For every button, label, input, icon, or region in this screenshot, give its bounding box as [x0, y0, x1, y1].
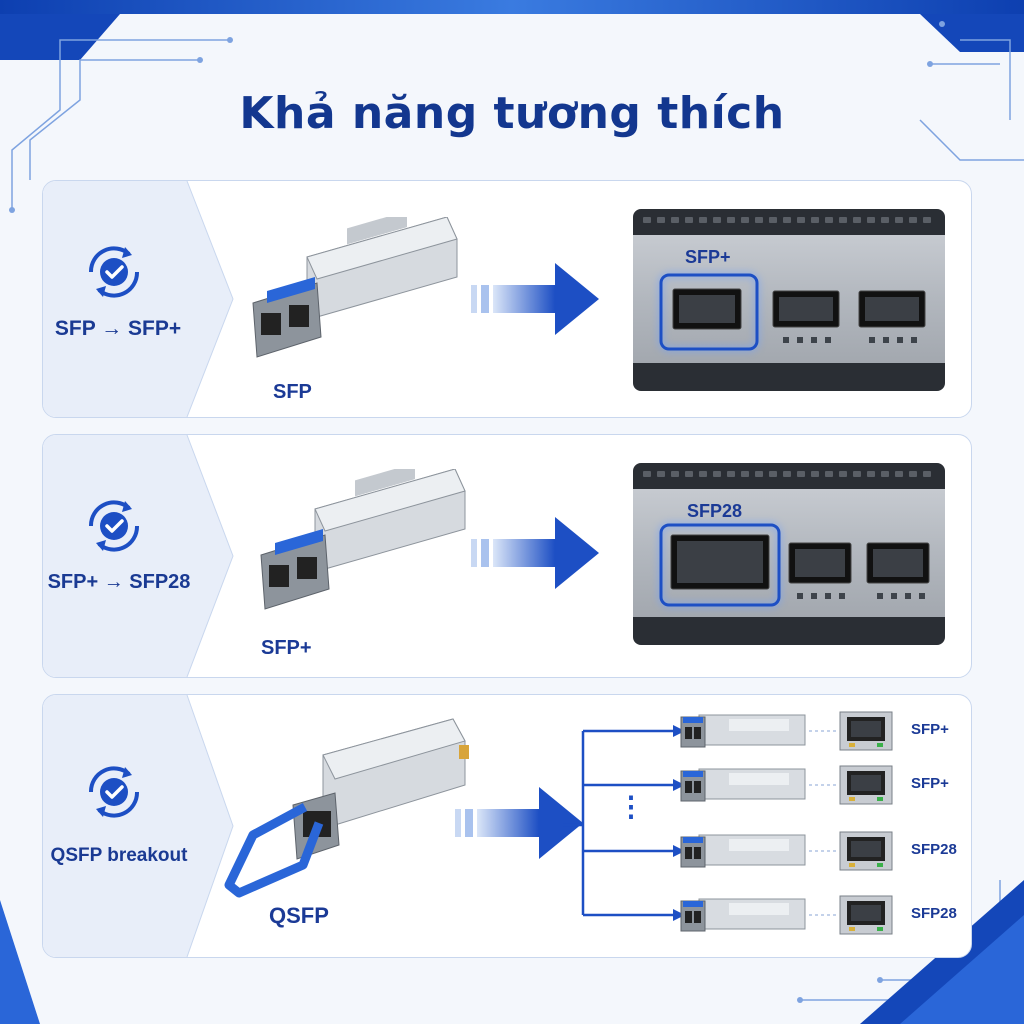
compat-label: QSFP breakout: [50, 845, 188, 866]
breakout-row: SFP28: [679, 829, 959, 873]
sfp-module-image: [252, 217, 458, 358]
card-left-band: [43, 181, 234, 417]
module-label: SFP: [273, 381, 312, 403]
breakout-label: SFP28: [911, 841, 957, 858]
vent-holes: [643, 217, 931, 223]
dashed-connector: [809, 784, 839, 786]
sfp-module-small: [680, 898, 806, 932]
breakout-label: SFP28: [911, 905, 957, 922]
card-left-band: [43, 435, 234, 677]
check-sync-icon: [88, 766, 140, 818]
port-icon: [839, 765, 893, 805]
sfp-module-small: [680, 768, 806, 802]
sfp-module-small: [680, 834, 806, 868]
arrow-right-icon: [455, 787, 583, 859]
ellipsis: ⋮: [617, 791, 645, 822]
page-title: Khả năng tương thích: [239, 88, 785, 139]
module-label: SFP+: [261, 637, 312, 659]
module-label: QSFP: [269, 903, 329, 928]
breakout-row: SFP+: [679, 763, 959, 807]
dashed-connector: [809, 850, 839, 852]
port-icon: [839, 711, 893, 751]
port-highlight: [659, 273, 926, 351]
dashed-connector: [809, 914, 839, 916]
qsfp-module-image: [224, 718, 469, 898]
switch-panel: SFP+: [633, 209, 945, 391]
port-icon: [839, 895, 893, 935]
arrow-right-icon: [471, 263, 599, 335]
switch-panel: SFP28: [633, 463, 945, 645]
compat-label: SFP+ → SFP28: [47, 571, 191, 593]
breakout-label: SFP+: [911, 721, 949, 738]
port-highlight: [659, 523, 930, 607]
check-sync-icon: [88, 500, 140, 552]
arrow-right-icon: [471, 517, 599, 589]
port-label: SFP28: [687, 501, 743, 521]
compat-card-sfp-to-sfpplus: SFP → SFP+ SFP SFP+: [42, 180, 972, 418]
card-left-band: [43, 695, 234, 957]
breakout-lines: [563, 725, 685, 921]
breakout-label: SFP+: [911, 775, 949, 792]
check-sync-icon: [88, 246, 140, 298]
compat-card-sfpplus-to-sfp28: SFP+ → SFP28 SFP+ SFP28: [42, 434, 972, 678]
port-icon: [839, 831, 893, 871]
sfpplus-module-image: [260, 469, 466, 610]
compat-label: SFP → SFP+: [54, 317, 182, 340]
breakout-row: SFP28: [679, 893, 959, 937]
port-label: SFP+: [685, 247, 731, 267]
vent-holes: [643, 471, 931, 477]
dashed-connector: [809, 730, 839, 732]
compat-card-qsfp-breakout: QSFP breakout QSFP ⋮: [42, 694, 972, 958]
breakout-row: SFP+: [679, 709, 959, 753]
sfp-module-small: [680, 714, 806, 748]
